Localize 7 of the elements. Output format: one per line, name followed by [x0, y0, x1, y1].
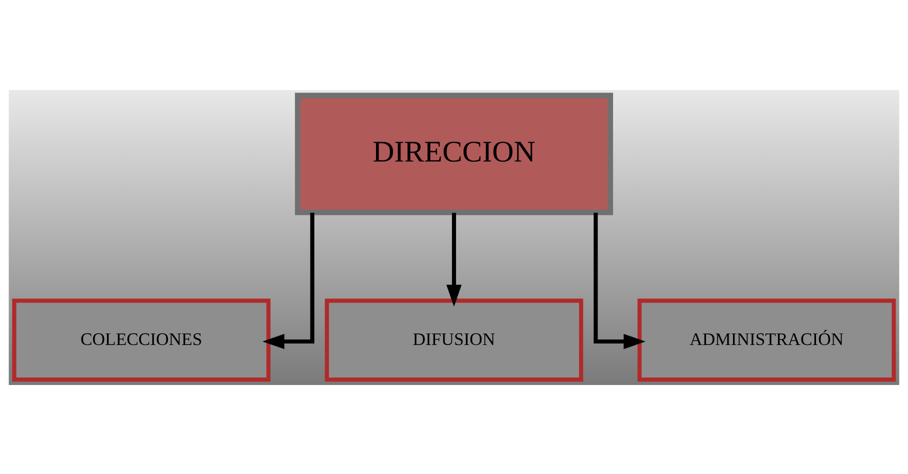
- node-box: ADMINISTRACIÓN: [638, 298, 896, 382]
- arrow: [594, 212, 646, 349]
- arrow: [262, 212, 314, 349]
- arrow: [446, 212, 462, 306]
- node-box: DIRECCION: [294, 92, 614, 215]
- node-box: DIFUSION: [324, 298, 584, 382]
- node-box: COLECCIONES: [12, 298, 270, 382]
